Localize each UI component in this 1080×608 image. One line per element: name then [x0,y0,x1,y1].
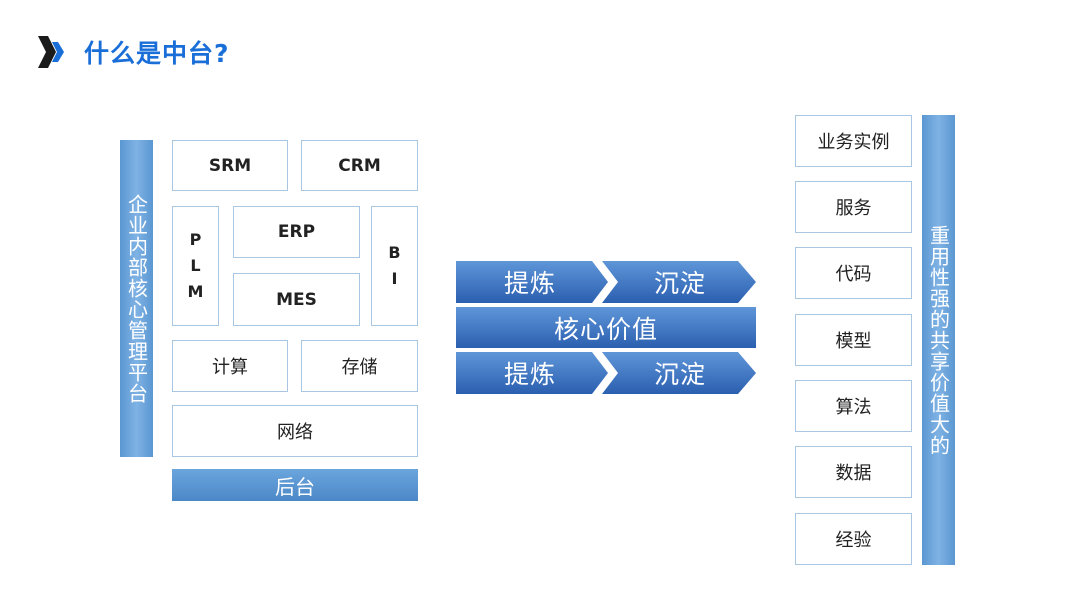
core-value-bar: 核心价值 [456,307,756,348]
refine-label: 提炼 [503,360,556,389]
refine-arrow-shape [456,352,608,394]
plm-letter: L [190,256,201,275]
refine-deposit-arrows-bottom [456,352,756,394]
network-box: 网络 [172,405,418,457]
srm-box: SRM [172,140,288,191]
enterprise-platform-label: 企业内部核心管理平台 [120,140,153,457]
plm-letter: P [189,230,202,249]
refine-label: 提炼 [503,269,556,298]
refine-arrow-shape [456,261,608,303]
bi-box: B I [371,206,418,326]
code-box: 代码 [795,247,912,299]
bi-letter: I [391,269,398,288]
experience-box: 经验 [795,513,912,565]
service-box: 服务 [795,181,912,233]
page-title: 什么是中台? [84,39,230,68]
deposit-label: 沉淀 [653,360,706,389]
deposit-label: 沉淀 [653,269,706,298]
plm-box: P L M [172,206,219,326]
erp-box: ERP [233,206,360,258]
refine-deposit-arrows-top [456,261,756,303]
double-chevron-icon [38,36,64,68]
mes-box: MES [233,273,360,326]
storage-box: 存储 [301,340,418,392]
bi-letter: B [388,243,401,262]
crm-box: CRM [301,140,418,191]
backend-bar: 后台 [172,469,418,501]
algorithm-box: 算法 [795,380,912,432]
data-box: 数据 [795,446,912,498]
plm-letter: M [187,282,204,301]
business-instance-box: 业务实例 [795,115,912,167]
shared-value-label: 重用性强的共享价值大的 [922,115,955,565]
deposit-arrow-shape [602,352,756,394]
deposit-arrow-shape [602,261,756,303]
compute-box: 计算 [172,340,288,392]
model-box: 模型 [795,314,912,366]
